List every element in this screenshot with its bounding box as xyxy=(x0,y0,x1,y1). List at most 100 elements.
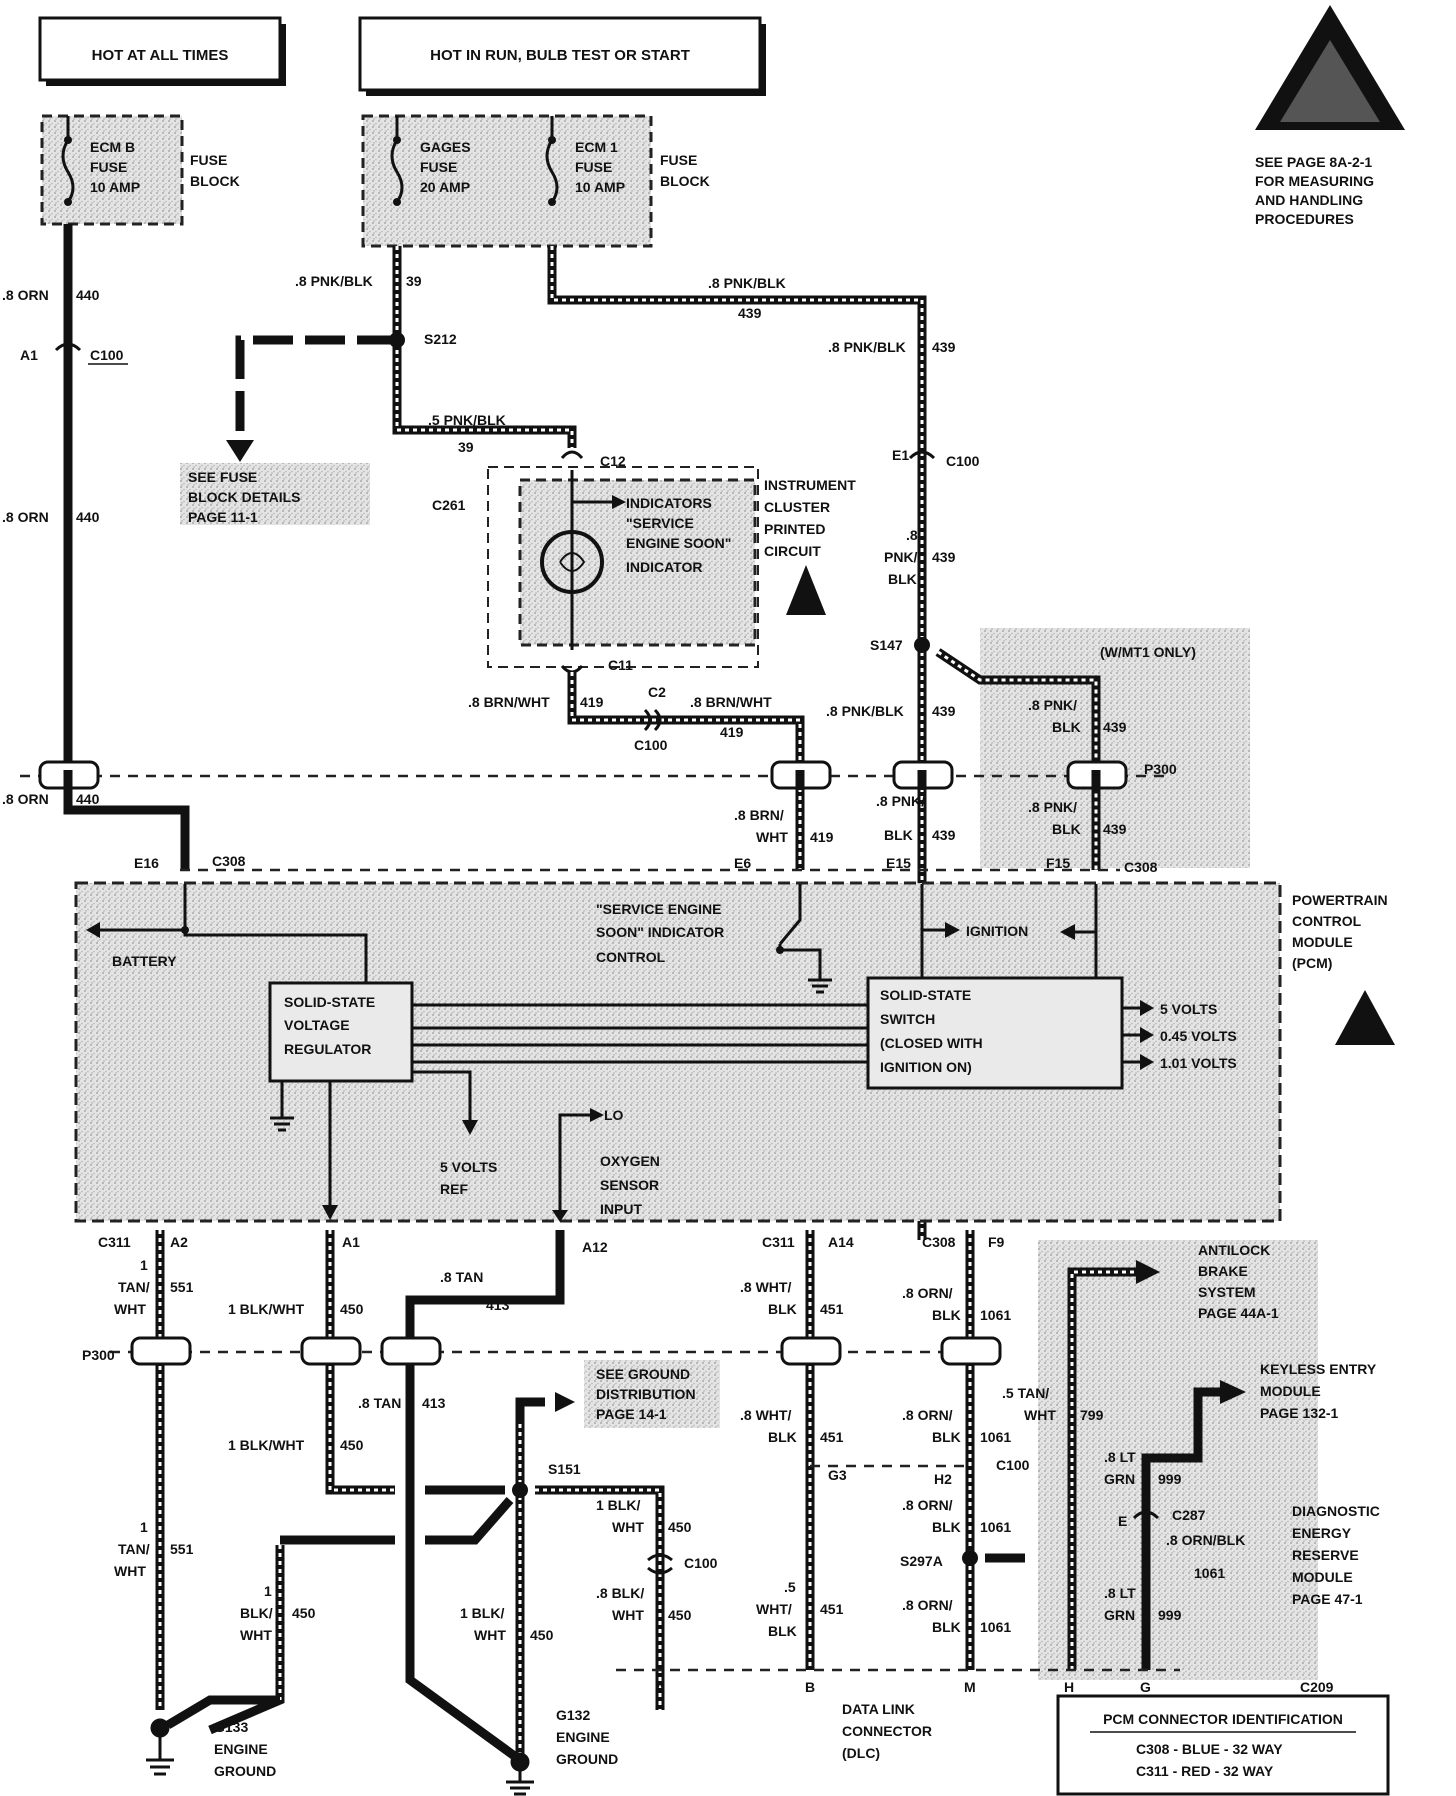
svg-text:39: 39 xyxy=(458,439,474,455)
svg-text:TAN/: TAN/ xyxy=(118,1279,150,1295)
svg-text:S212: S212 xyxy=(424,331,457,347)
svg-text:.8: .8 xyxy=(906,527,918,543)
c308-id: C308 - BLUE - 32 WAY xyxy=(1136,1741,1283,1757)
c287-connector xyxy=(1132,1510,1160,1520)
svg-text:.8 ORN: .8 ORN xyxy=(2,509,49,525)
svg-text:1061: 1061 xyxy=(980,1429,1011,1445)
voltage-regulator-label: SOLID-STATE VOLTAGE REGULATOR xyxy=(284,994,375,1057)
svg-text:IGNITION ON): IGNITION ON) xyxy=(880,1059,972,1075)
svg-text:WHT: WHT xyxy=(612,1607,644,1623)
c100-connector-a1: A1 C100 xyxy=(20,342,128,365)
svg-text:.5 TAN/: .5 TAN/ xyxy=(1002,1385,1049,1401)
svg-text:G132: G132 xyxy=(556,1707,590,1723)
svg-text:A14: A14 xyxy=(828,1234,854,1250)
splice-s147 xyxy=(914,637,930,653)
c261-outline xyxy=(487,466,759,668)
svg-text:E1: E1 xyxy=(892,447,909,463)
svg-text:C100: C100 xyxy=(946,453,980,469)
svg-text:BLOCK: BLOCK xyxy=(660,173,710,189)
vref-label: 5 VOLTS REF xyxy=(440,1159,497,1197)
lo-arrow-icon xyxy=(590,1108,604,1122)
svg-text:SEE PAGE 8A-2-1: SEE PAGE 8A-2-1 xyxy=(1255,154,1372,170)
svg-text:DIAGNOSTIC: DIAGNOSTIC xyxy=(1292,1503,1380,1519)
gages-fuse-icon xyxy=(390,116,404,206)
svg-text:BLK: BLK xyxy=(884,827,913,843)
svg-text:BRAKE: BRAKE xyxy=(1198,1263,1248,1279)
svg-text:C11: C11 xyxy=(608,657,633,673)
keyless-label: KEYLESS ENTRY MODULE PAGE 132-1 xyxy=(1260,1361,1377,1421)
solid-state-switch-label: SOLID-STATE SWITCH (CLOSED WITH IGNITION… xyxy=(880,987,983,1075)
wire-ground-dist xyxy=(515,1397,545,1420)
svg-text:10 AMP: 10 AMP xyxy=(575,179,625,195)
c100-lower-connector xyxy=(647,1553,673,1575)
battery-arrow-icon xyxy=(86,922,100,938)
header-hot-in-run: HOT IN RUN, BULB TEST OR START xyxy=(358,16,766,96)
svg-text:419: 419 xyxy=(720,724,744,740)
svg-text:GAGES: GAGES xyxy=(420,139,471,155)
svg-text:INDICATOR: INDICATOR xyxy=(626,559,702,575)
svg-text:B: B xyxy=(805,1679,815,1695)
svg-text:5 VOLTS: 5 VOLTS xyxy=(440,1159,497,1175)
wire-440 xyxy=(63,224,190,870)
svg-text:BLOCK DETAILS: BLOCK DETAILS xyxy=(188,489,301,505)
svg-text:SOON" INDICATOR: SOON" INDICATOR xyxy=(596,924,724,940)
svg-text:.8 PNK/BLK: .8 PNK/BLK xyxy=(828,339,906,355)
svg-text:BLOCK: BLOCK xyxy=(190,173,240,189)
svg-text:BLK: BLK xyxy=(1052,821,1081,837)
pcm-connector-id-box xyxy=(1056,1694,1390,1796)
svg-text:C12: C12 xyxy=(600,453,626,469)
svg-text:GROUND: GROUND xyxy=(214,1763,276,1779)
svg-text:BLK: BLK xyxy=(932,1519,961,1535)
svg-text:RESERVE: RESERVE xyxy=(1292,1547,1359,1563)
hot-at-all-times-label: HOT AT ALL TIMES xyxy=(92,47,229,64)
svg-text:PROCEDURES: PROCEDURES xyxy=(1255,211,1354,227)
svg-text:C261: C261 xyxy=(432,497,466,513)
svg-text:799: 799 xyxy=(1080,1407,1104,1423)
svg-text:CIRCUIT: CIRCUIT xyxy=(764,543,821,559)
c2-connector xyxy=(643,708,662,732)
svg-text:F9: F9 xyxy=(988,1234,1005,1250)
svg-text:1 BLK/WHT: 1 BLK/WHT xyxy=(228,1437,305,1453)
svg-text:A1: A1 xyxy=(342,1234,360,1250)
fuse-details-note: SEE FUSE BLOCK DETAILS PAGE 11-1 xyxy=(188,469,301,525)
p300-upper-label: P300 xyxy=(1144,761,1177,777)
svg-text:.8 ORN: .8 ORN xyxy=(2,287,49,303)
svg-text:PAGE 11-1: PAGE 11-1 xyxy=(188,509,258,525)
svg-text:450: 450 xyxy=(340,1437,364,1453)
svg-text:H: H xyxy=(1064,1679,1074,1695)
svg-text:439: 439 xyxy=(932,339,956,355)
svg-text:SEE GROUND: SEE GROUND xyxy=(596,1366,690,1382)
svg-text:ANTILOCK: ANTILOCK xyxy=(1198,1242,1270,1258)
svg-text:1061: 1061 xyxy=(980,1519,1011,1535)
wire-999-labels: .8 LT GRN 999 C287 E .8 LT GRN 999 .8 OR… xyxy=(1104,1449,1245,1623)
svg-text:A: A xyxy=(655,1679,665,1695)
lo-label: LO xyxy=(604,1107,624,1123)
svg-text:5 VOLTS: 5 VOLTS xyxy=(1160,1001,1217,1017)
ground-dist-box xyxy=(584,1360,720,1428)
svg-text:451: 451 xyxy=(820,1301,844,1317)
svg-text:450: 450 xyxy=(340,1301,364,1317)
svg-text:C311: C311 xyxy=(98,1234,131,1250)
esd-note: SEE PAGE 8A-2-1 FOR MEASURING AND HANDLI… xyxy=(1255,154,1374,227)
svg-text:419: 419 xyxy=(810,829,834,845)
svg-text:OXYGEN: OXYGEN xyxy=(600,1153,660,1169)
svg-text:E16: E16 xyxy=(134,855,159,871)
svg-text:451: 451 xyxy=(820,1601,844,1617)
fuse-block-label-left: FUSE BLOCK xyxy=(190,152,240,189)
wire-999 xyxy=(1141,1387,1220,1670)
svg-text:ENGINE: ENGINE xyxy=(556,1729,610,1745)
svg-text:WHT: WHT xyxy=(474,1627,506,1643)
cluster-labels: C12 C261 C11 INDICATORS "SERVICE ENGINE … xyxy=(432,453,856,673)
svg-text:1 BLK/: 1 BLK/ xyxy=(460,1605,504,1621)
wire-419-labels: .8 BRN/WHT 419 C2 .8 BRN/WHT 419 C100 .8… xyxy=(468,684,834,845)
svg-text:39: 39 xyxy=(406,273,422,289)
svg-text:1: 1 xyxy=(264,1583,272,1599)
fuse-block-right xyxy=(361,114,653,248)
svg-text:440: 440 xyxy=(76,287,100,303)
cluster-esd-icon xyxy=(786,565,826,615)
svg-text:.8 WHT/: .8 WHT/ xyxy=(740,1407,791,1423)
svg-text:FUSE: FUSE xyxy=(575,159,612,175)
svg-text:SEE FUSE: SEE FUSE xyxy=(188,469,257,485)
svg-text:BLK: BLK xyxy=(932,1429,961,1445)
svg-text:0.45 VOLTS: 0.45 VOLTS xyxy=(1160,1028,1237,1044)
